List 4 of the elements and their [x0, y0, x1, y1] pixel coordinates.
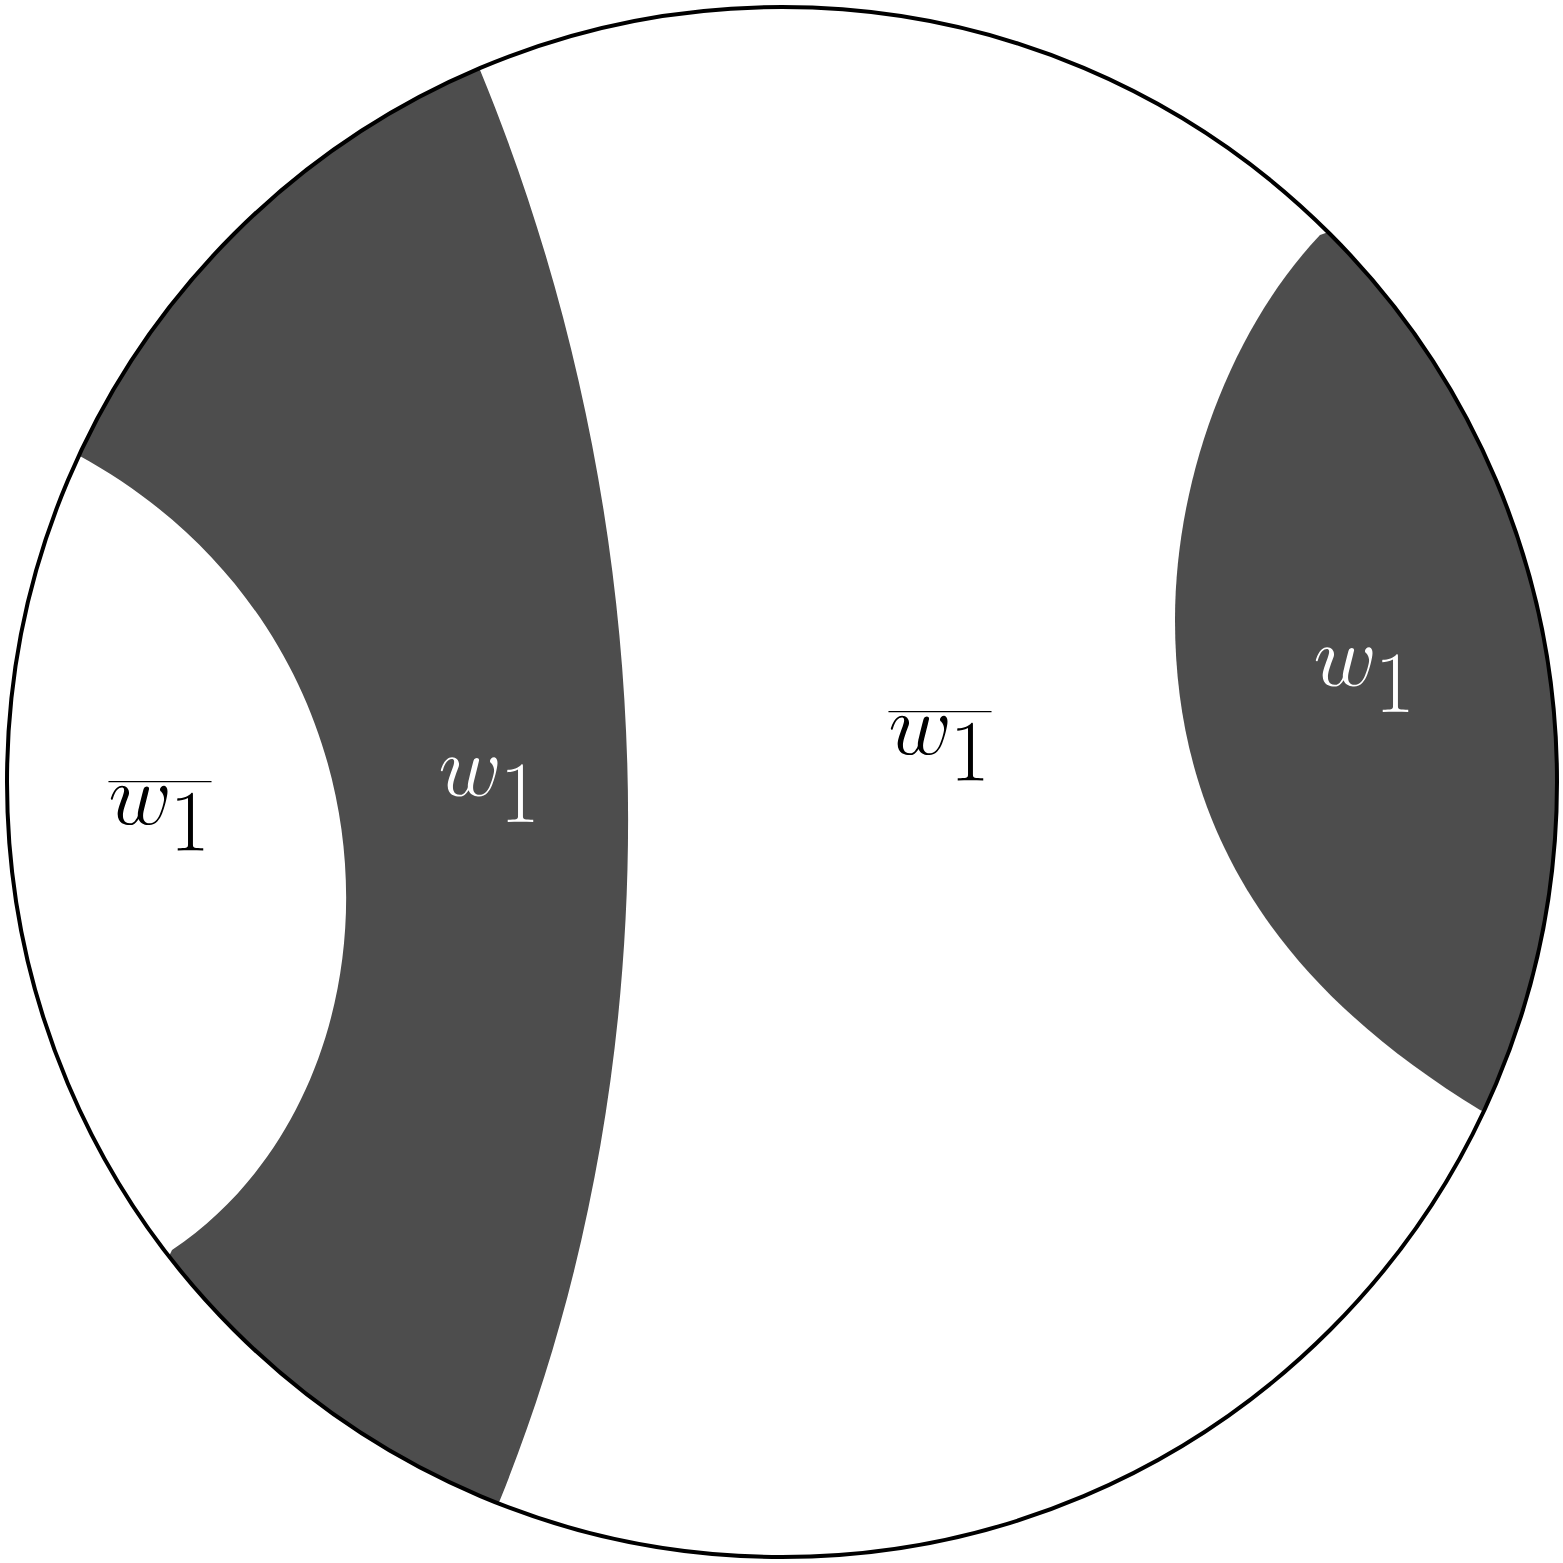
math-label: $w_{1}$ — [440, 757, 534, 822]
math-label: $\overline{w_{1}}$ — [108, 781, 212, 851]
math-label: $w_{1}$ — [1315, 647, 1409, 712]
math-label: $\overline{w_{1}}$ — [888, 711, 992, 781]
